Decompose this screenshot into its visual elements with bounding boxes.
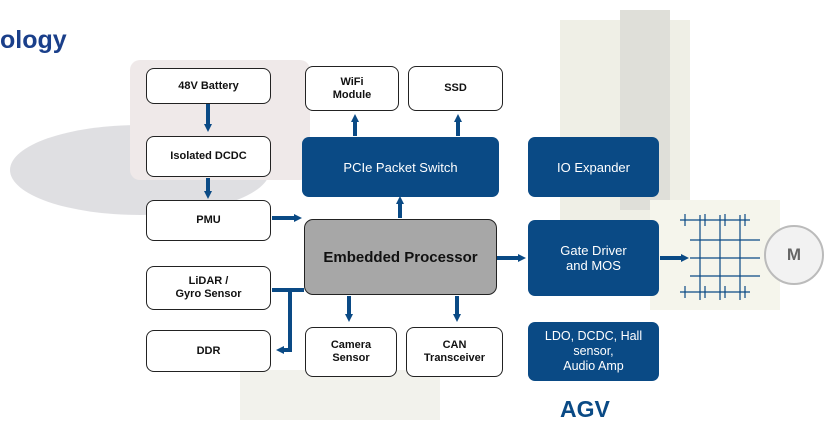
agv-label: AGV bbox=[560, 396, 610, 422]
pmu-block: PMU bbox=[146, 200, 271, 241]
ssd-block: SSD bbox=[408, 66, 503, 111]
ldo-dcdc-block: LDO, DCDC, Hall sensor, Audio Amp bbox=[528, 322, 659, 381]
can-transceiver-block: CAN Transceiver bbox=[406, 327, 503, 377]
io-expander-block: IO Expander bbox=[528, 137, 659, 197]
isolated-dcdc-block: Isolated DCDC bbox=[146, 136, 271, 177]
pcie-switch-block: PCIe Packet Switch bbox=[302, 137, 499, 197]
lidar-block: LiDAR / Gyro Sensor bbox=[146, 266, 271, 310]
wifi-module-block: WiFi Module bbox=[305, 66, 399, 111]
motor-icon: M bbox=[764, 225, 824, 285]
page-title: ology bbox=[0, 26, 67, 54]
ddr-block: DDR bbox=[146, 330, 271, 372]
battery-block: 48V Battery bbox=[146, 68, 271, 104]
embedded-processor-block: Embedded Processor bbox=[304, 219, 497, 295]
gate-driver-block: Gate Driver and MOS bbox=[528, 220, 659, 296]
camera-sensor-block: Camera Sensor bbox=[305, 327, 397, 377]
